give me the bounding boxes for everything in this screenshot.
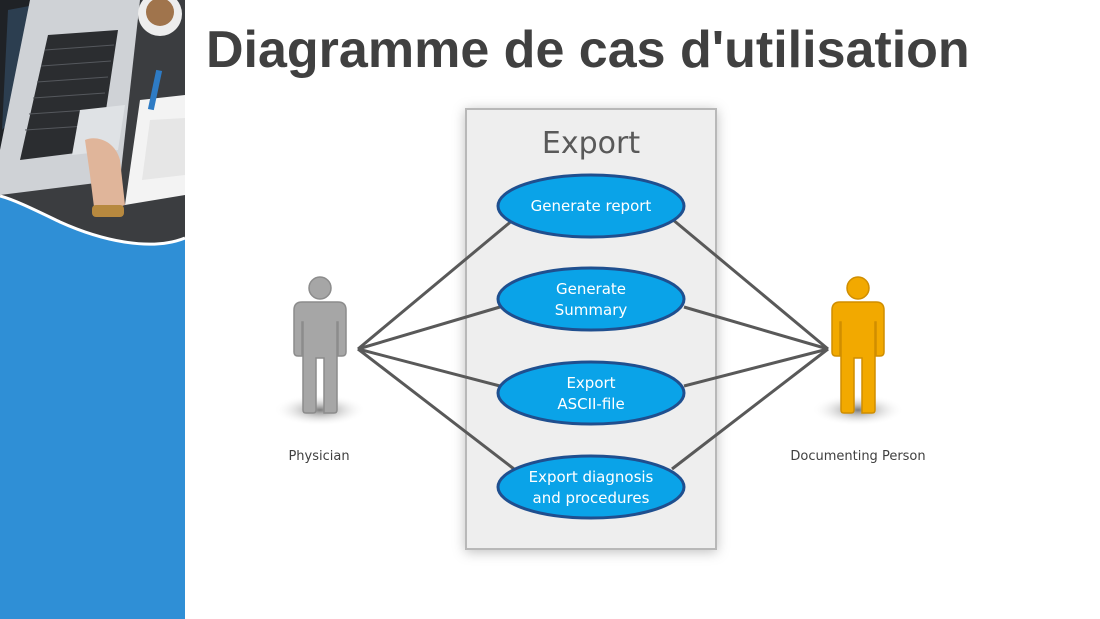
system-label: Export [542, 126, 640, 161]
actor-documenting-person: Documenting Person [790, 276, 926, 464]
use-case-label-line1: Generate [556, 280, 626, 298]
use-case-label-line1: Export diagnosis [529, 468, 654, 486]
actor-label: Documenting Person [790, 449, 925, 464]
association-documenting-generate-report [671, 217, 829, 351]
use-case-export-ascii: Export ASCII-file [496, 360, 686, 426]
association-lines [357, 217, 829, 471]
actor-shadow [812, 394, 904, 426]
use-case-label-line2: ASCII-file [557, 395, 624, 413]
association-documenting-export-ascii [683, 347, 829, 388]
use-case-generate-summary: Generate Summary [496, 266, 686, 332]
actor-physician: Physician [274, 276, 366, 464]
association-physician-export-diagnosis [357, 347, 515, 471]
association-documenting-generate-summary [683, 305, 829, 351]
actor-label: Physician [288, 449, 349, 464]
use-case-generate-report: Generate report [496, 173, 686, 239]
association-documenting-export-diagnosis [671, 347, 829, 471]
use-case-label: Generate report [531, 197, 652, 215]
workspace-photo [0, 0, 185, 246]
association-physician-export-ascii [357, 347, 501, 388]
actor-shadow [274, 394, 366, 426]
use-case-label-line2: and procedures [533, 489, 650, 507]
use-case-export-diagnosis: Export diagnosis and procedures [496, 454, 686, 520]
page-title: Diagramme de cas d'utilisation [206, 21, 970, 79]
person-icon [293, 276, 347, 414]
use-case-label-line2: Summary [555, 301, 628, 319]
use-case-label-line1: Export [566, 374, 615, 392]
person-icon [831, 276, 885, 414]
association-physician-generate-report [357, 217, 515, 351]
association-physician-generate-summary [357, 305, 501, 351]
